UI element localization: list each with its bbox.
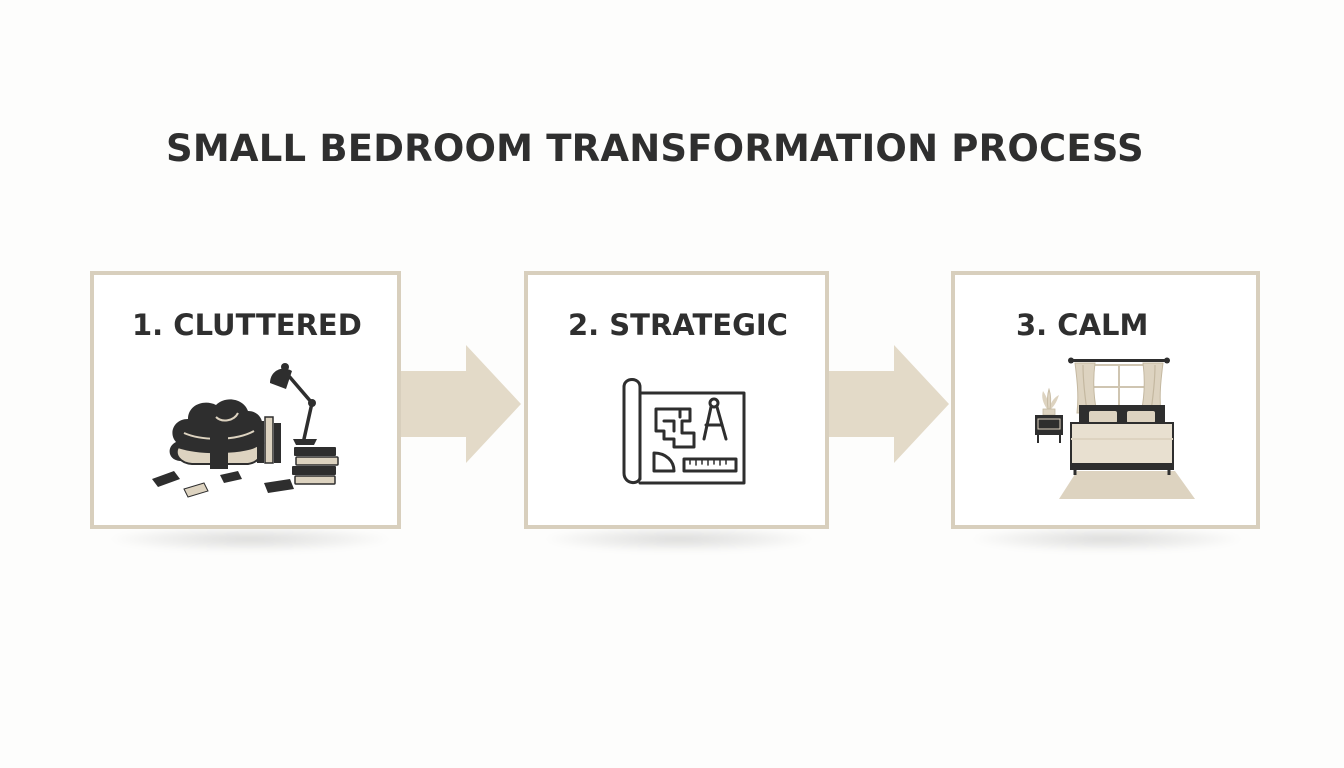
- step-label: 3. CALM: [1016, 308, 1149, 342]
- step-card-strategic: 2. STRATEGIC: [524, 271, 829, 529]
- step-card-calm: 3. CALM: [951, 271, 1260, 529]
- card-shadow: [972, 526, 1242, 552]
- card-shadow: [110, 526, 390, 552]
- step-label: 1. CLUTTERED: [132, 308, 362, 342]
- card-shadow: [545, 526, 813, 552]
- floor-plan-blueprint-icon: [622, 378, 746, 485]
- arrow-step-1-to-2: [398, 345, 521, 463]
- tidy-bedroom-icon: [1035, 357, 1195, 499]
- arrow-step-2-to-3: [826, 345, 949, 463]
- diagram-title: SMALL BEDROOM TRANSFORMATION PROCESS: [166, 127, 1144, 170]
- step-label: 2. STRATEGIC: [568, 308, 788, 342]
- step-card-cluttered: 1. CLUTTERED: [90, 271, 401, 529]
- clutter-pile-icon: [152, 363, 339, 498]
